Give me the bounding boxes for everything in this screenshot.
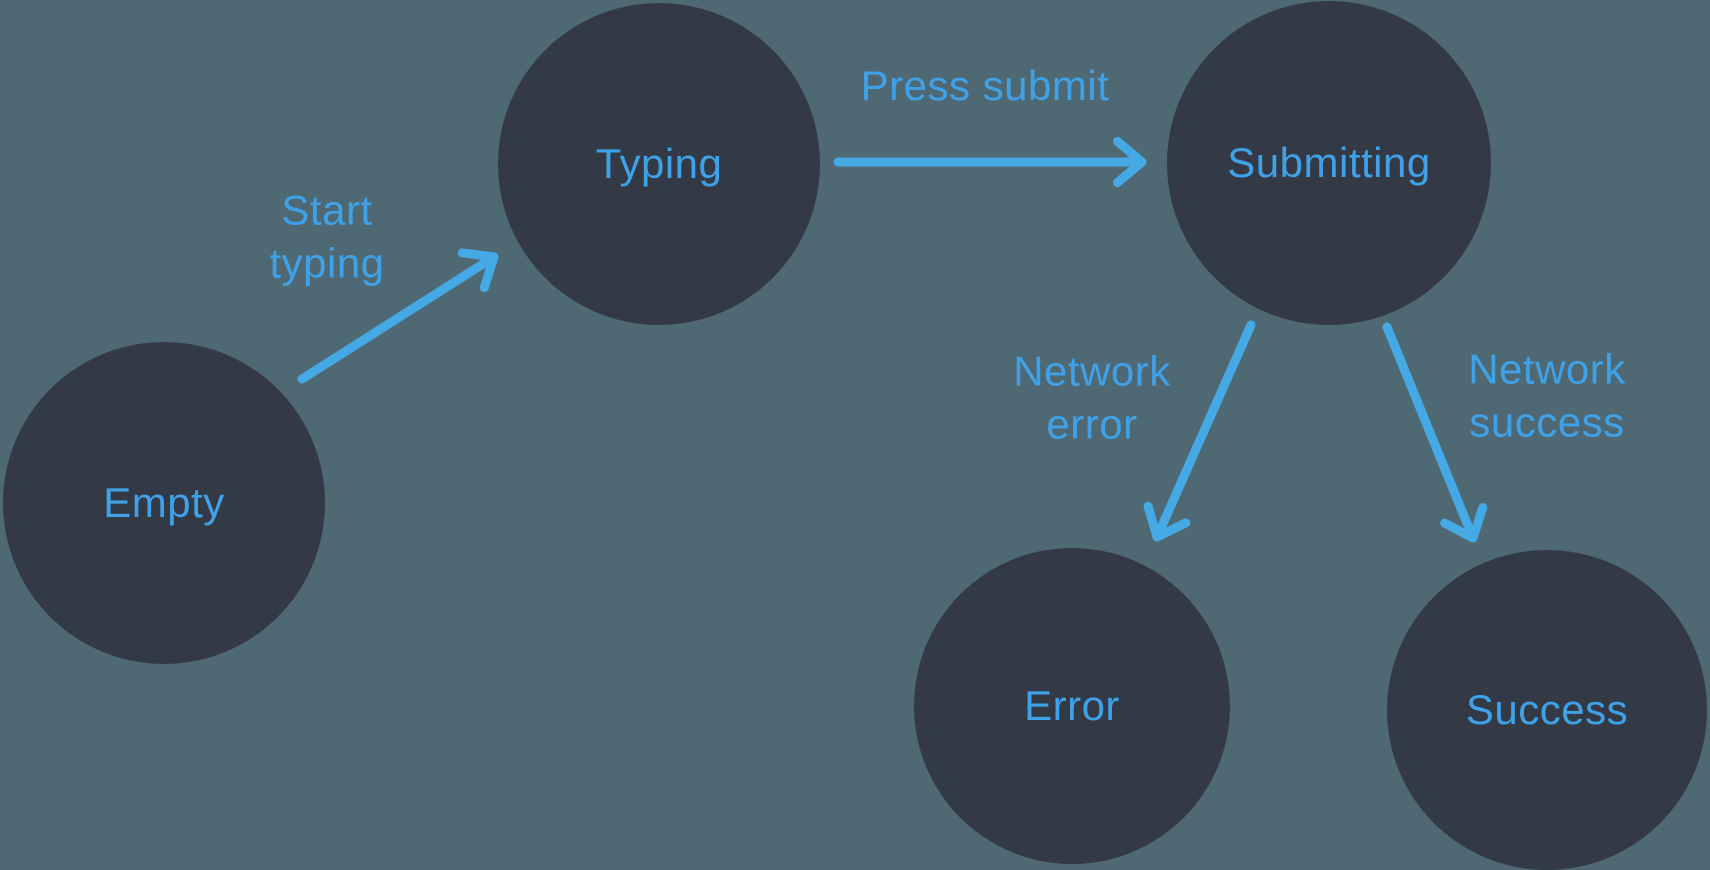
- edge-press-submit-arrowhead: [1113, 136, 1147, 188]
- state-node-typing: Typing: [498, 3, 820, 325]
- edge-label-start-typing: Start typing: [269, 186, 385, 287]
- state-node-error: Error: [914, 548, 1230, 864]
- state-label-submitting: Submitting: [1227, 139, 1431, 186]
- edge-label-network-error: Network error: [1013, 347, 1171, 448]
- state-label-success: Success: [1465, 686, 1629, 733]
- edge-network-error-arrowhead: [1143, 501, 1191, 542]
- state-label-typing: Typing: [595, 140, 723, 187]
- edge-network-success-arrowhead: [1440, 503, 1488, 543]
- state-node-empty: Empty: [3, 342, 325, 664]
- state-node-success: Success: [1387, 550, 1707, 870]
- state-node-submitting: Submitting: [1167, 1, 1491, 325]
- edge-start-typing-line: [297, 252, 499, 384]
- edge-label-network-success: Network success: [1468, 345, 1626, 446]
- edge-label-press-submit: Press submit: [860, 61, 1110, 109]
- state-label-error: Error: [1024, 682, 1120, 729]
- edge-network-success-line: [1382, 322, 1478, 543]
- edge-network-error-line: [1152, 320, 1256, 542]
- edge-start-typing-arrowhead: [457, 248, 499, 292]
- state-label-empty: Empty: [103, 479, 225, 526]
